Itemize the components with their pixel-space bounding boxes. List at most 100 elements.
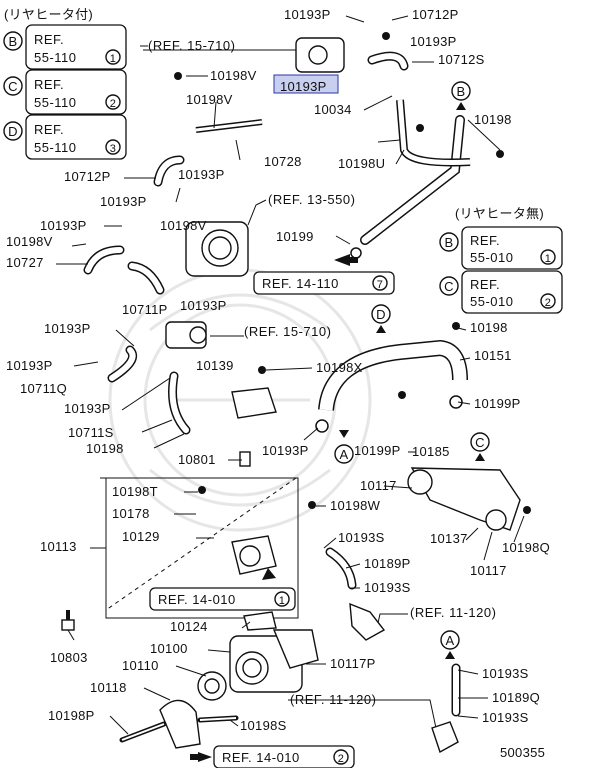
part-label-10193s[interactable]: 10193S bbox=[338, 530, 385, 545]
part-label-10189p[interactable]: 10189P bbox=[364, 556, 411, 571]
part-label-10198v[interactable]: 10198V bbox=[6, 234, 53, 249]
part-label-10100[interactable]: 10100 bbox=[150, 641, 188, 656]
svg-text:B: B bbox=[9, 34, 18, 49]
part-label-10113[interactable]: 10113 bbox=[40, 539, 77, 554]
part-label-10198q[interactable]: 10198Q bbox=[502, 540, 550, 555]
connector-a-bottom[interactable]: A bbox=[440, 630, 460, 659]
part-label-10193p[interactable]: 10193P bbox=[6, 358, 53, 373]
part-label-10193p[interactable]: 10193P bbox=[410, 34, 457, 49]
part-label-10199p[interactable]: 10199P bbox=[354, 443, 401, 458]
part-label-10199p[interactable]: 10199P bbox=[474, 396, 521, 411]
part-label-10727[interactable]: 10727 bbox=[6, 255, 44, 270]
part-label-10198x[interactable]: 10198X bbox=[316, 360, 363, 375]
connector-d[interactable]: D bbox=[371, 304, 391, 333]
ref-note-11-120-right[interactable]: (REF. 11-120) bbox=[410, 605, 496, 620]
side-refs-with-heater-title: (リヤヒータ付) bbox=[4, 7, 93, 22]
ref-note-15-710-mid[interactable]: (REF. 15-710) bbox=[244, 324, 331, 339]
ref-box-14-110[interactable]: REF. 14-110 7 bbox=[253, 271, 395, 295]
part-label-10198u[interactable]: 10198U bbox=[338, 156, 385, 171]
part-label-10185[interactable]: 10185 bbox=[412, 444, 450, 459]
part-label-10712s[interactable]: 10712S bbox=[438, 52, 485, 67]
part-label-10803[interactable]: 10803 bbox=[50, 650, 88, 665]
svg-text:C: C bbox=[475, 435, 485, 450]
part-label-10193p[interactable]: 10193P bbox=[40, 218, 87, 233]
part-label-10193p[interactable]: 10193P bbox=[64, 401, 111, 416]
part-label-10193p[interactable]: 10193P bbox=[280, 79, 327, 94]
part-label-10189q[interactable]: 10189Q bbox=[492, 690, 540, 705]
sensor-10803 bbox=[61, 610, 75, 631]
svg-text:A: A bbox=[446, 633, 455, 648]
connector-c-mid[interactable]: C bbox=[470, 432, 490, 461]
part-label-10118[interactable]: 10118 bbox=[90, 680, 127, 695]
svg-text:REF. 14-110: REF. 14-110 bbox=[262, 276, 339, 291]
part-label-10110[interactable]: 10110 bbox=[122, 658, 159, 673]
fitting-11-120-right bbox=[349, 602, 386, 641]
side-ref-d[interactable]: D REF. 55-110 3 bbox=[3, 114, 127, 160]
part-label-10198v[interactable]: 10198V bbox=[210, 68, 257, 83]
part-label-10137[interactable]: 10137 bbox=[430, 531, 468, 546]
svg-text:2: 2 bbox=[110, 98, 116, 110]
side-ref-b-noheater[interactable]: B REF. 55-010 1 bbox=[439, 226, 563, 270]
svg-text:55-110: 55-110 bbox=[34, 140, 77, 155]
part-label-10193p[interactable]: 10193P bbox=[262, 443, 309, 458]
ref-box-14-010-1[interactable]: REF. 14-010 1 bbox=[149, 587, 296, 611]
ref-box-14-010-2[interactable]: REF. 14-010 2 bbox=[213, 745, 355, 768]
part-label-10198w[interactable]: 10198W bbox=[330, 498, 381, 513]
svg-text:REF.: REF. bbox=[470, 233, 500, 248]
side-ref-c[interactable]: C REF. 55-110 2 bbox=[3, 69, 127, 115]
part-label-10193p[interactable]: 10193P bbox=[44, 321, 91, 336]
ref-note-15-710-top[interactable]: (REF. 15-710) bbox=[148, 38, 235, 53]
water-inlet-10118 bbox=[159, 699, 201, 749]
part-label-10193p[interactable]: 10193P bbox=[284, 7, 331, 22]
svg-text:B: B bbox=[457, 84, 466, 99]
part-label-10129[interactable]: 10129 bbox=[122, 529, 160, 544]
part-label-10117[interactable]: 10117 bbox=[470, 563, 507, 578]
part-label-10178[interactable]: 10178 bbox=[112, 506, 150, 521]
part-label-10198v[interactable]: 10198V bbox=[160, 218, 207, 233]
part-label-10801[interactable]: 10801 bbox=[178, 452, 216, 467]
part-label-10198s[interactable]: 10198S bbox=[240, 718, 287, 733]
part-label-10198[interactable]: 10198 bbox=[474, 112, 512, 127]
svg-text:REF.: REF. bbox=[470, 277, 500, 292]
part-label-10711q[interactable]: 10711Q bbox=[20, 381, 67, 396]
part-label-10198t[interactable]: 10198T bbox=[112, 484, 158, 499]
part-label-10712p[interactable]: 10712P bbox=[64, 169, 111, 184]
connector-b-top[interactable]: B bbox=[451, 81, 471, 110]
side-ref-b[interactable]: B REF. 55-110 1 bbox=[3, 24, 127, 70]
hose-group bbox=[83, 51, 471, 717]
part-label-10198[interactable]: 10198 bbox=[86, 441, 124, 456]
part-label-10199[interactable]: 10199 bbox=[276, 229, 314, 244]
part-label-10193s[interactable]: 10193S bbox=[482, 666, 529, 681]
part-label-10193p[interactable]: 10193P bbox=[100, 194, 147, 209]
part-label-10151[interactable]: 10151 bbox=[474, 348, 512, 363]
throttle-body bbox=[185, 221, 249, 277]
part-label-10193s[interactable]: 10193S bbox=[364, 580, 411, 595]
svg-text:7: 7 bbox=[377, 279, 383, 291]
part-label-10117[interactable]: 10117 bbox=[360, 478, 397, 493]
part-label-10193s[interactable]: 10193S bbox=[482, 710, 529, 725]
side-refs-without-heater-title: (リヤヒータ無) bbox=[455, 206, 544, 221]
part-label-10139[interactable]: 10139 bbox=[196, 358, 234, 373]
part-label-10728[interactable]: 10728 bbox=[264, 154, 302, 169]
part-label-10034[interactable]: 10034 bbox=[314, 102, 352, 117]
svg-text:2: 2 bbox=[545, 297, 551, 309]
part-label-10124[interactable]: 10124 bbox=[170, 619, 208, 634]
part-label-10193p[interactable]: 10193P bbox=[180, 298, 227, 313]
part-label-10117p[interactable]: 10117P bbox=[330, 656, 376, 671]
svg-text:REF. 14-010: REF. 14-010 bbox=[158, 592, 236, 607]
water-outlet-upper bbox=[295, 37, 345, 73]
part-label-10712p[interactable]: 10712P bbox=[412, 7, 459, 22]
svg-text:55-010: 55-010 bbox=[470, 250, 513, 265]
part-label-10711s[interactable]: 10711S bbox=[68, 425, 114, 440]
part-label-10198v[interactable]: 10198V bbox=[186, 92, 233, 107]
side-ref-c-noheater[interactable]: C REF. 55-010 2 bbox=[439, 270, 563, 314]
connector-a-mid[interactable]: A bbox=[334, 430, 354, 464]
part-label-10193p[interactable]: 10193P bbox=[178, 167, 225, 182]
part-label-10198[interactable]: 10198 bbox=[470, 320, 508, 335]
part-label-10198p[interactable]: 10198P bbox=[48, 708, 95, 723]
svg-text:D: D bbox=[376, 307, 386, 322]
connector-circle bbox=[3, 31, 23, 51]
ref-note-13-550[interactable]: (REF. 13-550) bbox=[268, 192, 355, 207]
part-label-10711p[interactable]: 10711P bbox=[122, 302, 168, 317]
